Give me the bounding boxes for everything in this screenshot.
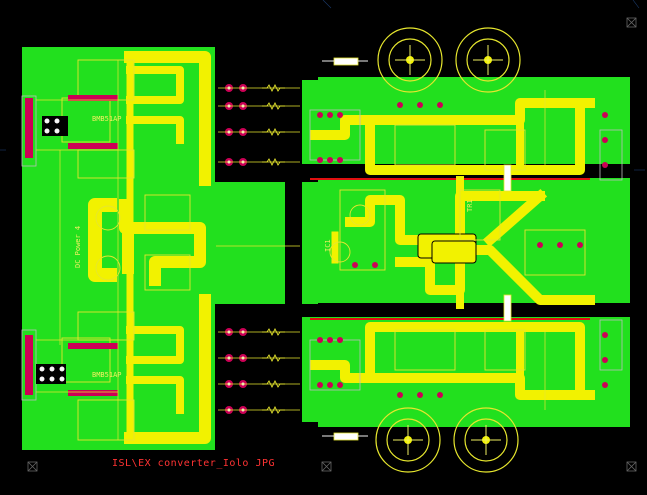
connectors	[375, 27, 521, 473]
vias	[317, 102, 608, 398]
pin-headers	[25, 95, 118, 396]
power-tracks	[88, 51, 595, 444]
silkscreen-text: BMB51AP BMB51AP DC Power 4 TR1 IC1	[74, 115, 474, 379]
board-title: ISL\EX converter_Iolo JPG	[112, 458, 276, 469]
corner-markers	[27, 17, 637, 472]
grid-markers	[0, 0, 645, 171]
bottom-layer-traces	[310, 178, 590, 320]
signal-traces	[36, 60, 546, 440]
rotated-label-center: TR1	[466, 199, 474, 212]
rotated-label-small: IC1	[324, 239, 332, 252]
silkscreen-outlines	[21, 59, 623, 441]
rotated-label-left: DC Power 4	[74, 226, 82, 268]
middle-column-pads	[216, 84, 300, 414]
module-label-bottom: BMB51AP	[92, 371, 122, 379]
module-label-top: BMB51AP	[92, 115, 122, 123]
